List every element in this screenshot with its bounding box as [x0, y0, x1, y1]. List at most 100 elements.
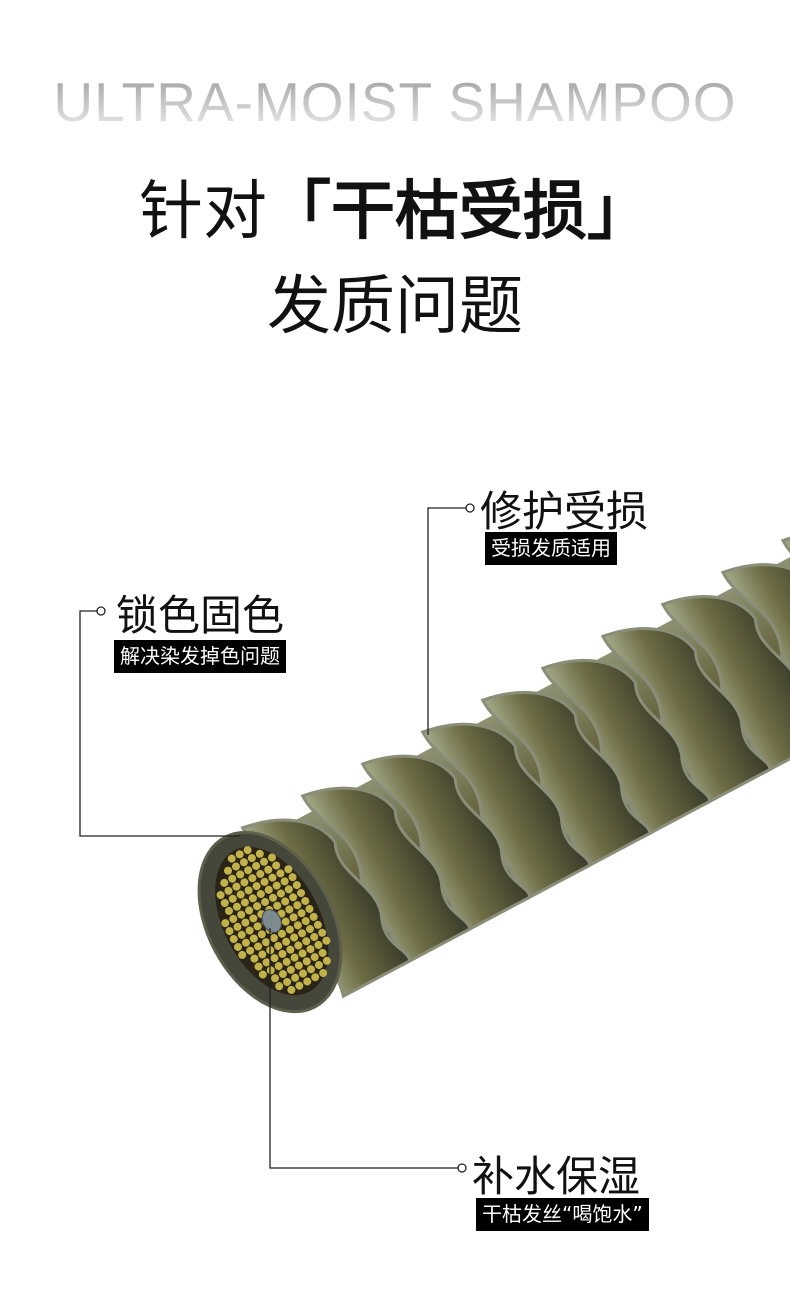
cortex-cell [228, 894, 237, 903]
cortex-cell [245, 906, 254, 915]
cortex-cell [273, 901, 282, 910]
cortex-cell [258, 970, 267, 979]
cortex-cell [246, 946, 255, 955]
cortex-cell [297, 909, 306, 918]
cortex-cell [225, 927, 234, 936]
english-title: ULTRA-MOIST SHAMPOO [0, 70, 790, 134]
cortex-cell [264, 885, 273, 894]
cortex-cell [286, 965, 295, 974]
cortex-cell [241, 938, 250, 947]
cortex-cell [256, 869, 265, 878]
callout-tag-color-lock: 解决染发掉色问题 [114, 640, 286, 673]
cortex-cell [285, 905, 294, 914]
cortex-cell [225, 906, 234, 915]
cortex-cell [252, 861, 261, 870]
cortex-cell [244, 886, 253, 895]
cortex-cell [290, 953, 299, 962]
cortex-cell [269, 934, 278, 943]
cortex-cell [254, 962, 263, 971]
cortex-cell [318, 948, 327, 957]
cortex-cell [267, 853, 276, 862]
cortex-cell [240, 878, 249, 887]
cortex-cell [302, 957, 311, 966]
cortex-cell [310, 953, 319, 962]
cortex-cell [216, 891, 225, 900]
headline-line2: 发质问题 [267, 270, 523, 344]
cortex-cell [220, 899, 229, 908]
cuticle-scale [660, 595, 790, 775]
cortex-cell [301, 917, 310, 926]
cortex-cell [290, 933, 299, 942]
cortex-cell [292, 881, 301, 890]
medulla [261, 909, 283, 933]
cortex-cell [248, 874, 257, 883]
cortex-cell [232, 882, 241, 891]
cortex-cell [278, 949, 287, 958]
cortex-cell [294, 961, 303, 970]
cortex-cell [228, 874, 237, 883]
cortex-cell [313, 920, 322, 929]
cuticle-scale [420, 722, 592, 903]
cortex-cell [283, 977, 292, 986]
cortex-cell [237, 930, 246, 939]
cortex-cell [291, 973, 300, 982]
cortex-cell [303, 977, 312, 986]
cortex-cell [298, 929, 307, 938]
cortex-cell [306, 945, 315, 954]
cortex-cell [276, 869, 285, 878]
cortex-cell [285, 925, 294, 934]
cortex-cell [270, 974, 279, 983]
cortex-cell [268, 893, 277, 902]
callout-title-color-lock: 锁色固色 [116, 591, 285, 640]
headline-bold: 「干枯受损」 [267, 175, 651, 249]
callout-tag-repair: 受损发质适用 [485, 532, 617, 565]
cortex-cell [282, 957, 291, 966]
cortex-cell [241, 918, 250, 927]
cortex-cell [281, 917, 290, 926]
cortex-cell [277, 929, 286, 938]
cortex-cell [272, 881, 281, 890]
cuticle-scale [720, 563, 790, 744]
callout-tag-moisture: 干枯发丝“喝饱水” [476, 1198, 649, 1231]
cortex-cell [220, 878, 229, 887]
cortex-cell [278, 970, 287, 979]
callout-lines [79, 503, 475, 1173]
cortex-cell [268, 873, 277, 882]
cortex-cell [258, 950, 267, 959]
cortex-cell [231, 862, 240, 871]
cortex-cell [240, 898, 249, 907]
cortex-cell [255, 849, 264, 858]
cortex-cell [235, 850, 244, 859]
cortex-cell [274, 941, 283, 950]
cortex-cell [254, 942, 263, 951]
cortex-cell [282, 937, 291, 946]
cortex-cell [250, 954, 259, 963]
headline-prefix: 针对 [139, 175, 267, 249]
cortex-cell [239, 858, 248, 867]
cortex-cell [299, 969, 308, 978]
cortex-cell [249, 914, 258, 923]
cortex-cell [280, 877, 289, 886]
cortex-cell [311, 973, 320, 982]
cortex-cell [284, 885, 293, 894]
cortex-cell [243, 846, 252, 855]
cortex-cell [244, 866, 253, 875]
cortex-cell [224, 886, 233, 895]
cuticle-scale [360, 754, 532, 935]
cortex-cell [293, 901, 302, 910]
cortex-cell [287, 985, 296, 994]
cortex-cell [221, 919, 230, 928]
cortex-cell [272, 861, 281, 870]
cortex-cell [229, 914, 238, 923]
cortex-cell [301, 896, 310, 905]
cortex-cell [248, 894, 257, 903]
cortex-cell [237, 910, 246, 919]
cuticle-scale [600, 627, 772, 807]
cortex-cell [233, 942, 242, 951]
cortex-cell [294, 941, 303, 950]
cortex-cell [286, 945, 295, 954]
cortex-cell [270, 954, 279, 963]
cortex-cell [229, 935, 238, 944]
cortex-cell [305, 904, 314, 913]
cortex-cell [236, 890, 245, 899]
